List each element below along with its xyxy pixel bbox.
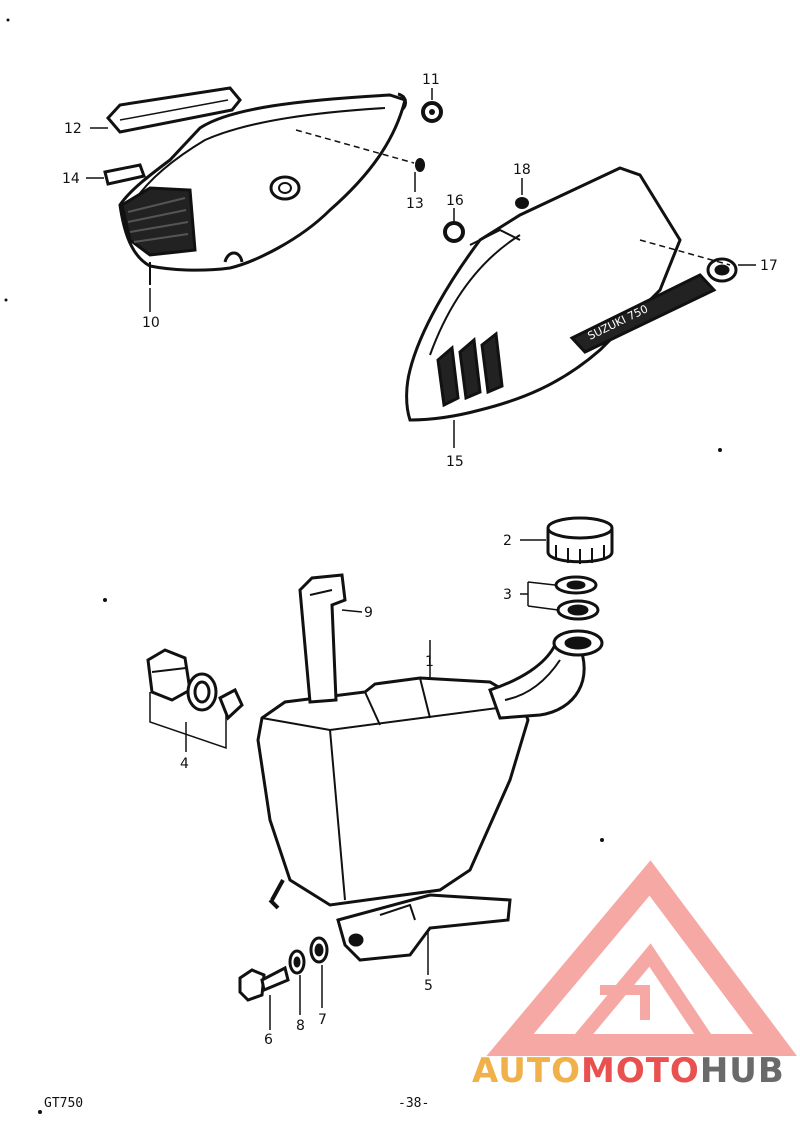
callout-17: 17 bbox=[760, 258, 778, 274]
callout-13: 13 bbox=[406, 196, 424, 212]
gaskets-3 bbox=[554, 575, 600, 621]
callout-7: 7 bbox=[318, 1012, 327, 1028]
leader-lines-bottom bbox=[149, 539, 559, 1030]
callout-labels: 1 2 3 4 5 6 7 8 9 10 11 12 13 14 15 16 1… bbox=[62, 72, 778, 1048]
callout-1: 1 bbox=[425, 654, 434, 670]
filler-rim bbox=[552, 629, 604, 657]
callout-15: 15 bbox=[446, 454, 464, 470]
watermark-auto: AUTO bbox=[472, 1051, 581, 1091]
watermark-text: AUTOMOTOHUB bbox=[472, 1051, 785, 1091]
oil-cap-2 bbox=[546, 516, 614, 564]
callout-2: 2 bbox=[503, 533, 512, 549]
callout-12: 12 bbox=[64, 121, 82, 137]
callout-16: 16 bbox=[446, 193, 464, 209]
washer-8 bbox=[288, 949, 306, 975]
callout-10: 10 bbox=[142, 315, 160, 331]
watermark-moto: MOTO bbox=[581, 1051, 700, 1091]
model-code: GT750 bbox=[44, 1096, 83, 1111]
left-frame-cover bbox=[118, 92, 407, 285]
leader-lines-right bbox=[453, 178, 756, 448]
scan-specks bbox=[4, 18, 722, 1114]
watermark-hub: HUB bbox=[700, 1051, 785, 1091]
callout-5: 5 bbox=[424, 978, 433, 994]
callout-18: 18 bbox=[513, 162, 531, 178]
callout-6: 6 bbox=[264, 1032, 273, 1048]
grommet-13 bbox=[415, 158, 425, 172]
callout-4: 4 bbox=[180, 756, 189, 772]
page-number: -38- bbox=[398, 1096, 429, 1111]
grommet-16 bbox=[443, 221, 465, 243]
right-frame-cover: SUZUKI 750 bbox=[405, 166, 738, 422]
grommet-18 bbox=[515, 197, 529, 209]
callout-3: 3 bbox=[503, 587, 512, 603]
grommet-11 bbox=[421, 101, 443, 123]
leader-lines-top bbox=[86, 88, 433, 312]
callout-11: 11 bbox=[422, 72, 440, 88]
watermark-logo-icon bbox=[486, 860, 797, 1056]
oil-tank bbox=[256, 640, 586, 910]
trim-strip-12 bbox=[105, 86, 242, 134]
bracket-5 bbox=[336, 893, 512, 962]
emblem-14 bbox=[103, 163, 146, 186]
bolt-6 bbox=[238, 965, 290, 1002]
callout-9: 9 bbox=[364, 605, 373, 621]
callout-14: 14 bbox=[62, 171, 80, 187]
strap-9 bbox=[298, 573, 347, 704]
callout-8: 8 bbox=[296, 1018, 305, 1034]
washer-7 bbox=[309, 936, 329, 964]
drain-fitting-4 bbox=[146, 648, 244, 721]
svg-text:AUTOMOTOHUB: AUTOMOTOHUB bbox=[472, 1051, 785, 1091]
